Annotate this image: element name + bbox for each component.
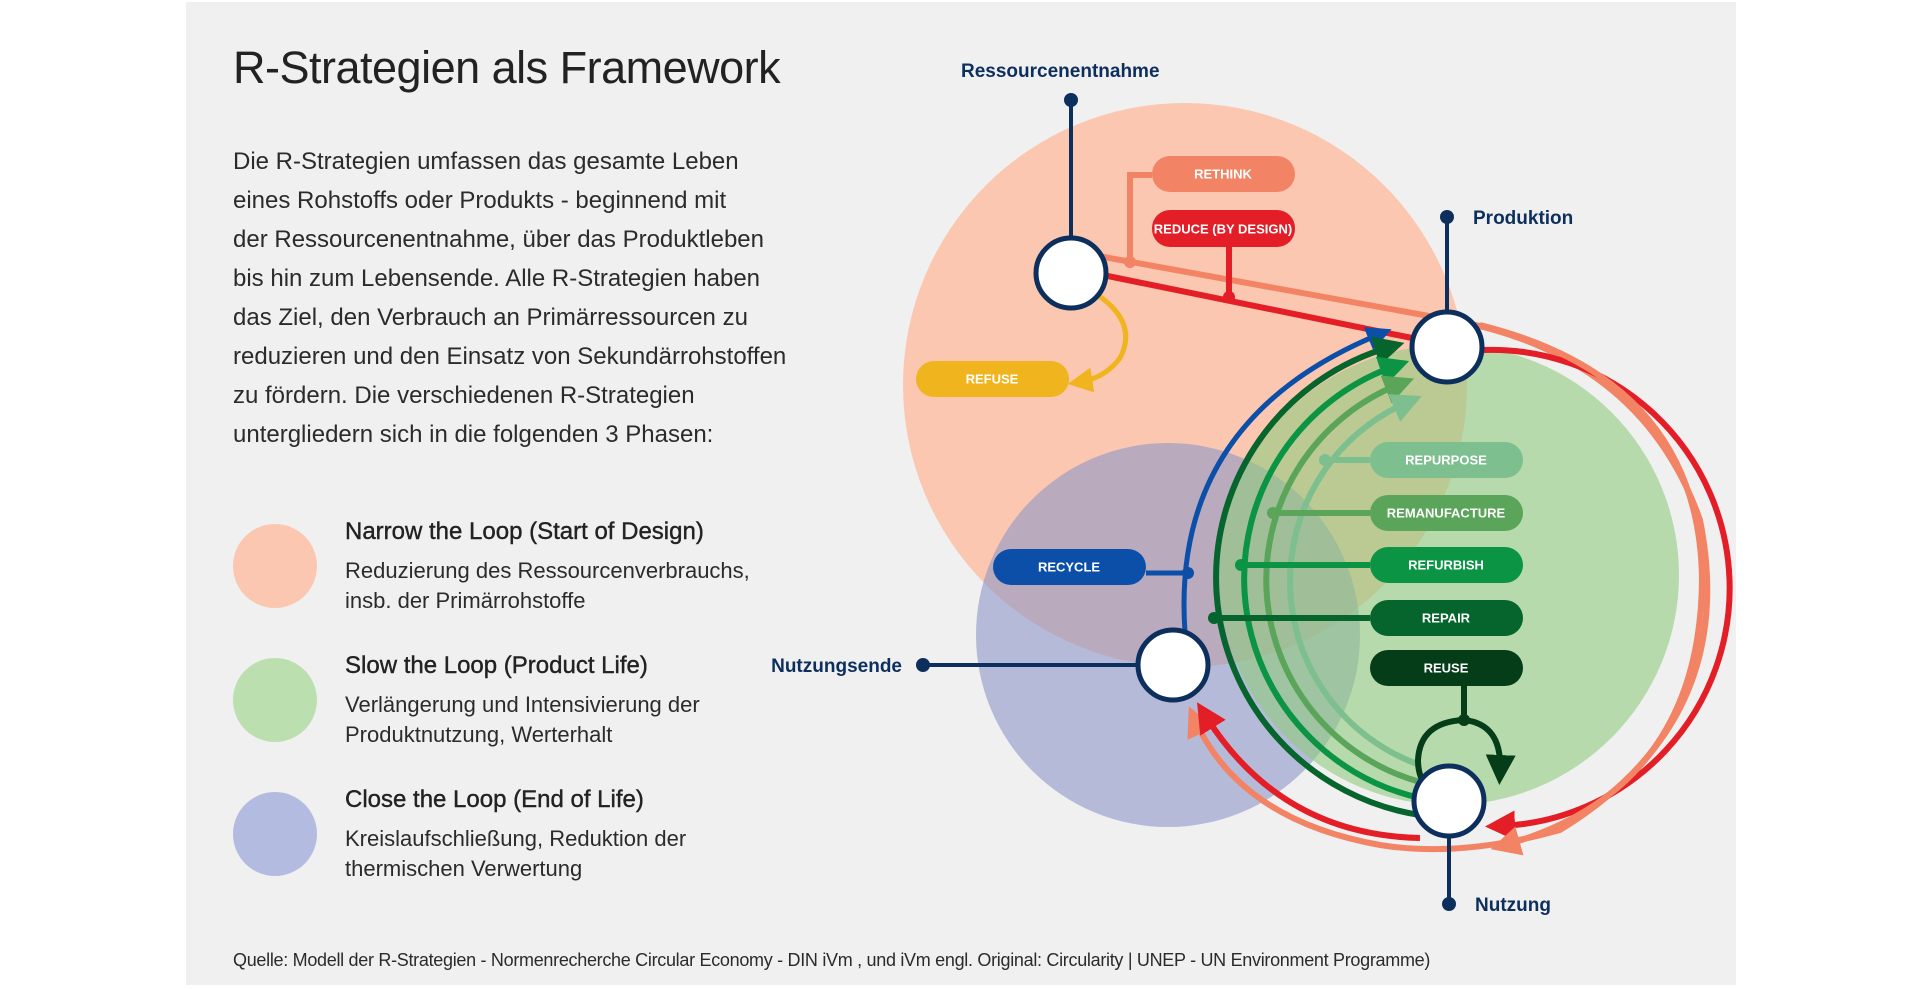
- close-loop-dot-icon: [233, 792, 317, 876]
- repurpose-junction: [1319, 454, 1331, 466]
- legend-description-line: Reduzierung des Ressourcenverbrauchs,: [345, 558, 750, 583]
- pill-refurbish-label: REFURBISH: [1408, 558, 1484, 573]
- pill-reuse-bg: [1370, 650, 1523, 686]
- rethink-junction: [1124, 256, 1136, 268]
- end-of-use-dot-icon: [916, 658, 930, 672]
- end-of-use-label: Nutzungsende: [771, 656, 902, 677]
- legend-description-line: Kreislaufschließung, Reduktion der: [345, 826, 687, 851]
- end-of-use-node[interactable]: [1135, 627, 1211, 703]
- legend-description: Verlängerung und Intensivierung der Prod…: [345, 690, 700, 750]
- production-node[interactable]: [1409, 309, 1485, 385]
- pill-rethink-label: RETHINK: [1194, 167, 1252, 182]
- pill-rethink[interactable]: RETHINK: [1152, 156, 1295, 192]
- resource-dot-icon: [1064, 93, 1078, 107]
- legend-title: Narrow the Loop (Start of Design): [345, 518, 704, 545]
- rethink-outer-arrow: [1479, 322, 1706, 856]
- pill-repair[interactable]: REPAIR: [1370, 600, 1523, 636]
- intro-line: eines Rohstoffs oder Produkts - beginnen…: [233, 187, 727, 214]
- legend-description-line: Verlängerung und Intensivierung der: [345, 692, 700, 717]
- legend-title: Slow the Loop (Product Life): [345, 652, 648, 679]
- pill-reduce[interactable]: REDUCE (BY DESIGN): [1152, 210, 1295, 247]
- reduce-junction: [1223, 291, 1235, 303]
- intro-line: reduzieren und den Einsatz von Sekundärr…: [233, 343, 787, 370]
- remanufacture-arrow: [1263, 375, 1421, 785]
- resource-node[interactable]: [1033, 235, 1109, 311]
- remanufacture-junction: [1267, 507, 1279, 519]
- pill-repair-bg: [1370, 600, 1523, 636]
- refurbish-junction: [1235, 559, 1247, 571]
- intro-line: bis hin zum Lebensende. Alle R-Strategie…: [233, 265, 761, 292]
- pill-refuse[interactable]: REFUSE: [916, 361, 1069, 397]
- pill-repair-label: REPAIR: [1422, 611, 1471, 626]
- reduce-flow-line: [1092, 270, 1413, 341]
- use-dot-icon: [1442, 897, 1456, 911]
- narrow-loop-dot-icon: [233, 524, 317, 608]
- production-dot-icon: [1440, 210, 1454, 224]
- pill-reuse[interactable]: REUSE: [1370, 650, 1523, 686]
- use-label: Nutzung: [1475, 895, 1551, 916]
- pill-reuse-label: REUSE: [1424, 661, 1469, 676]
- pill-refurbish-bg: [1370, 547, 1523, 583]
- pill-repurpose-label: REPURPOSE: [1405, 453, 1487, 468]
- pill-refuse-bg: [916, 361, 1069, 397]
- pill-rethink-bg: [1152, 156, 1295, 192]
- page-title: R-Strategien als Framework: [233, 42, 781, 93]
- pill-repurpose-bg: [1370, 442, 1523, 478]
- pill-recycle-label: RECYCLE: [1038, 560, 1100, 575]
- legend-description-line: thermischen Verwertung: [345, 856, 583, 881]
- pill-reduce-label: REDUCE (BY DESIGN): [1154, 222, 1292, 237]
- repair-arrow: [1213, 336, 1421, 818]
- pill-reduce-bg: [1152, 210, 1295, 247]
- legend-description: Reduzierung des Ressourcenverbrauchs, in…: [345, 556, 750, 616]
- repurpose-arrow: [1287, 394, 1422, 768]
- pill-refurbish[interactable]: REFURBISH: [1370, 547, 1523, 583]
- legend-description: Kreislaufschließung, Reduktion der therm…: [345, 824, 686, 884]
- legend-title: Close the Loop (End of Life): [345, 786, 644, 813]
- pill-recycle[interactable]: RECYCLE: [993, 549, 1146, 585]
- reuse-loop-arrow-right: [1463, 717, 1516, 785]
- source-footer: Quelle: Modell der R-Strategien - Normen…: [233, 950, 1431, 970]
- intro-paragraph: Die R-Strategien umfassen das gesamte Le…: [233, 142, 853, 454]
- intro-line: untergliedern sich in die folgenden 3 Ph…: [233, 421, 714, 448]
- rethink-connector: [1127, 172, 1152, 262]
- intro-line: Die R-Strategien umfassen das gesamte Le…: [233, 148, 739, 175]
- pill-remanufacture-label: REMANUFACTURE: [1387, 506, 1506, 521]
- intro-line: der Ressourcenentnahme, über das Produkt…: [233, 226, 764, 253]
- recycle-junction: [1182, 567, 1194, 579]
- production-label: Produktion: [1473, 208, 1573, 229]
- pill-remanufacture-bg: [1370, 495, 1523, 531]
- refurbish-arrow: [1241, 356, 1421, 801]
- pill-remanufacture[interactable]: REMANUFACTURE: [1370, 495, 1523, 531]
- intro-line: das Ziel, den Verbrauch an Primärressour…: [233, 304, 748, 331]
- slow-loop-dot-icon: [233, 658, 317, 742]
- intro-line: zu fördern. Die verschiedenen R-Strategi…: [233, 382, 695, 409]
- reduce-loop-left: [1197, 702, 1421, 841]
- legend-description-line: Produktnutzung, Werterhalt: [345, 722, 613, 747]
- resource-label: Ressourcenentnahme: [961, 61, 1160, 82]
- use-node[interactable]: [1411, 763, 1487, 839]
- repair-junction: [1208, 612, 1220, 624]
- pill-recycle-bg: [993, 549, 1146, 585]
- pill-repurpose[interactable]: REPURPOSE: [1370, 442, 1523, 478]
- pill-refuse-label: REFUSE: [966, 372, 1019, 387]
- legend-description-line: insb. der Primärrohstoffe: [345, 588, 586, 613]
- refuse-arrow: [1067, 287, 1129, 393]
